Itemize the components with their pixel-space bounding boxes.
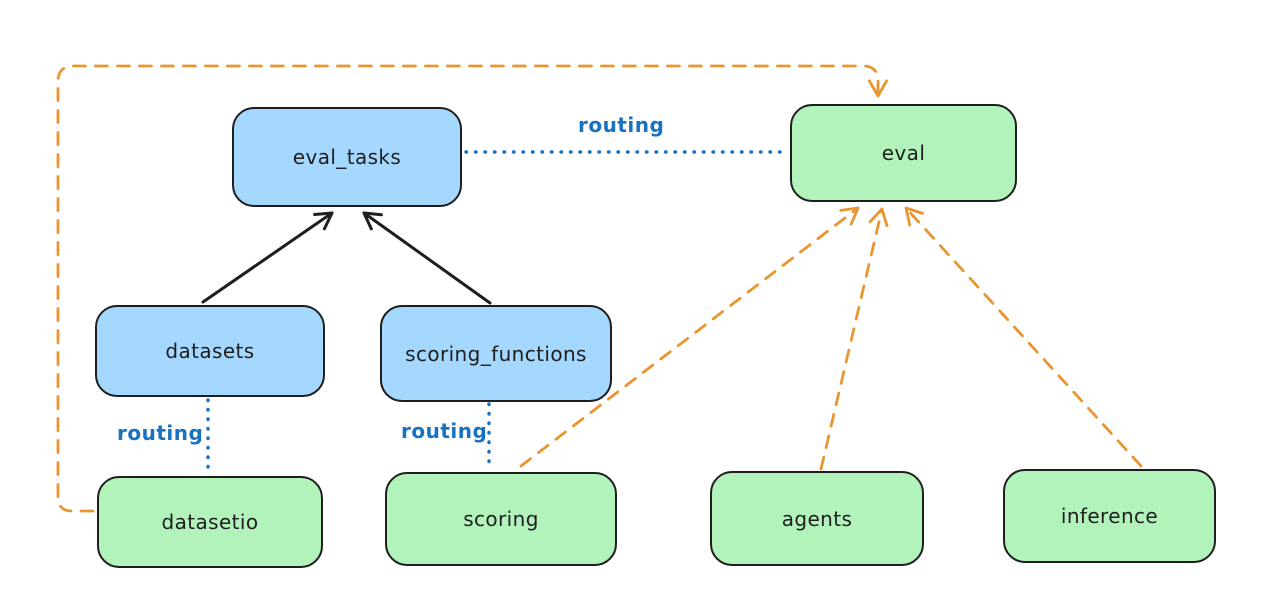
node-agents: agents xyxy=(710,471,924,566)
edge-scoring-to-eval xyxy=(519,206,860,468)
routing-label-eval-tasks-eval: routing xyxy=(578,113,665,137)
edge-agents-to-eval xyxy=(819,207,889,471)
node-agents-label: agents xyxy=(781,506,853,531)
node-datasets: datasets xyxy=(95,305,325,397)
edge-inference-to-eval xyxy=(904,206,1143,468)
node-inference: inference xyxy=(1003,469,1216,563)
node-scoring-functions: scoring_functions xyxy=(380,305,612,402)
node-scoring-label: scoring xyxy=(463,507,539,531)
node-eval-tasks: eval_tasks xyxy=(232,107,462,207)
node-eval-label: eval xyxy=(881,141,926,165)
node-scoring-functions-label: scoring_functions xyxy=(405,341,587,366)
node-scoring: scoring xyxy=(385,472,617,566)
edge-datasetio-to-eval xyxy=(56,64,889,513)
node-datasetio: datasetio xyxy=(97,476,323,568)
node-datasets-label: datasets xyxy=(165,339,255,363)
edge-datasets-to-eval-tasks xyxy=(201,211,334,304)
node-eval-tasks-label: eval_tasks xyxy=(292,145,402,169)
routing-label-scoring-functions-scoring: routing xyxy=(401,419,488,443)
edge-scoring-functions-to-eval-tasks xyxy=(362,211,492,305)
node-inference-label: inference xyxy=(1060,504,1159,528)
node-datasetio-label: datasetio xyxy=(161,510,259,534)
node-eval: eval xyxy=(790,104,1017,202)
routing-label-datasets-datasetio: routing xyxy=(117,421,204,445)
